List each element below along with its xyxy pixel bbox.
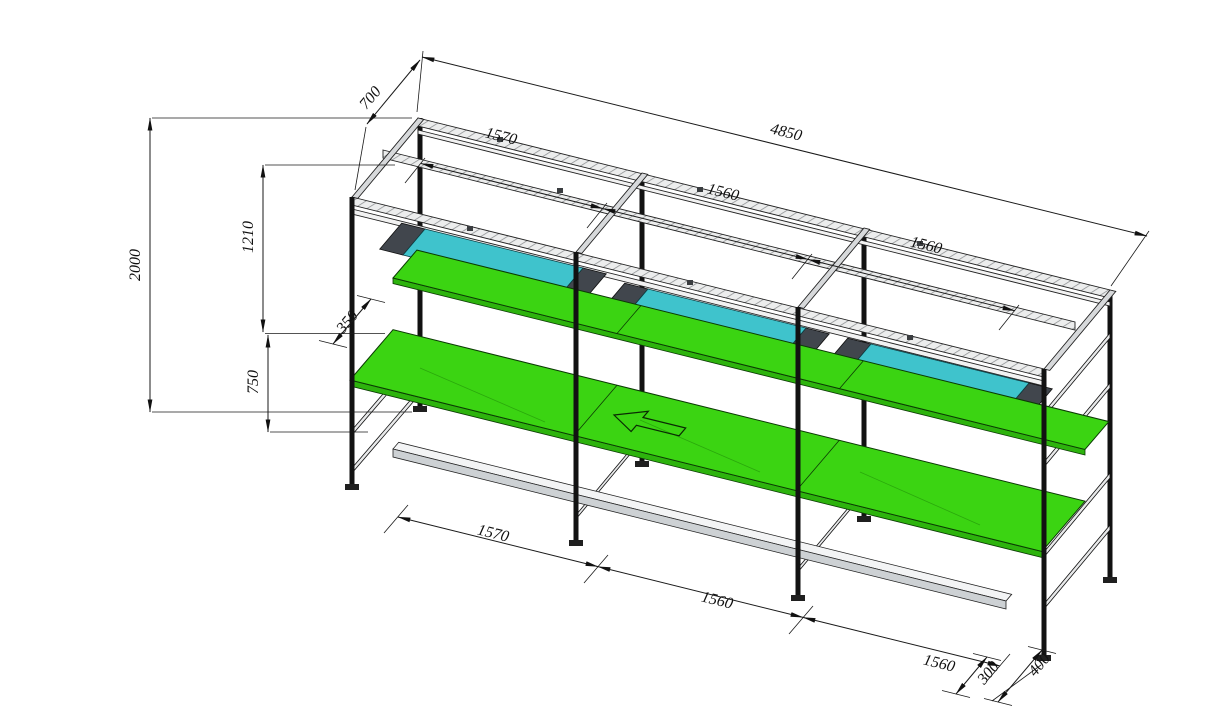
leveling-foot — [345, 484, 359, 490]
dim-overall-depth: 700 — [354, 59, 421, 191]
dim-label-bottom-bay-3: 1560 — [922, 652, 957, 676]
right-ladder-rung — [1043, 331, 1111, 419]
rail-clamp — [467, 226, 473, 231]
canopy-cross-member — [1043, 289, 1117, 371]
dim-label-light-frame-height: 1210 — [240, 221, 257, 253]
dimension-line — [807, 258, 1016, 312]
rail-clamp — [917, 241, 923, 246]
dim-worktop-height: 750 — [245, 334, 368, 433]
extension-line — [354, 126, 367, 191]
front-stringer — [392, 441, 1013, 610]
leveling-foot — [857, 516, 871, 522]
leveling-foot — [1103, 577, 1117, 583]
dimensions: 4850 700 1570 1560 1560 2000 — [127, 50, 1150, 706]
dim-label-bottom-bay-2: 1560 — [700, 589, 735, 613]
extension-line — [586, 202, 608, 229]
shelf-top-surface — [392, 249, 1110, 451]
frame-front-posts — [349, 197, 1047, 655]
dim-label-top-bay-2: 1560 — [706, 181, 741, 205]
dimension-line — [955, 656, 988, 695]
rail-clamp — [907, 335, 913, 340]
extension-line — [583, 554, 609, 584]
stringer-front-face — [392, 448, 1007, 610]
leveling-foot — [413, 406, 427, 412]
dimension-line — [420, 163, 604, 210]
leveling-foot — [569, 540, 583, 546]
worktop-seam — [795, 440, 840, 491]
dimension-line — [332, 298, 372, 345]
shelf-seam — [616, 305, 642, 334]
extension-line — [791, 253, 813, 280]
rail-clamp — [687, 280, 693, 285]
dim-overall-height: 2000 — [127, 117, 412, 413]
dimension-line — [597, 566, 804, 618]
dim-label-top-bay-1: 1570 — [484, 125, 519, 149]
rail-clamp — [557, 188, 563, 193]
worktop-reflection-line — [859, 471, 981, 526]
dimension-line — [366, 59, 421, 125]
dimension-line — [802, 616, 1001, 667]
dim-light-frame-height: 1210 — [240, 164, 395, 334]
flow-direction-arrow — [612, 410, 687, 437]
leveling-foot — [791, 595, 805, 601]
leveling-foot — [1037, 655, 1051, 661]
extension-line — [383, 504, 409, 534]
dim-label-right-end-offset-1: 300 — [974, 658, 1003, 688]
extension-line — [998, 304, 1020, 331]
dim-label-right-end-offset-2: 400 — [1025, 650, 1053, 679]
dimension-line — [421, 56, 1148, 237]
extension-line — [788, 605, 814, 635]
worktop-top-surface — [349, 329, 1086, 553]
shelf-seam — [838, 360, 864, 390]
dimension-line — [602, 208, 809, 260]
worktop — [349, 329, 1086, 559]
dim-label-overall-length: 4850 — [769, 121, 804, 145]
dim-top-bay-chain: 1570 1560 1560 — [404, 125, 1020, 331]
rail-clamp — [697, 187, 703, 192]
dimension-line — [997, 649, 1043, 703]
dim-label-overall-height: 2000 — [127, 249, 144, 281]
dim-label-bottom-bay-1: 1570 — [476, 522, 511, 546]
worktop-reflection-line — [639, 419, 761, 473]
dim-label-shelf-offset: 350 — [333, 307, 362, 337]
worktop-reflection-line — [419, 367, 546, 423]
dimension-line — [397, 516, 599, 568]
frame-back-feet — [413, 406, 1117, 583]
leveling-foot — [635, 461, 649, 467]
dim-label-worktop-height: 750 — [245, 370, 262, 394]
extension-line — [1110, 230, 1150, 287]
worktop-seam — [573, 384, 618, 436]
extension-line — [404, 157, 426, 184]
upper-shelf — [392, 249, 1110, 456]
